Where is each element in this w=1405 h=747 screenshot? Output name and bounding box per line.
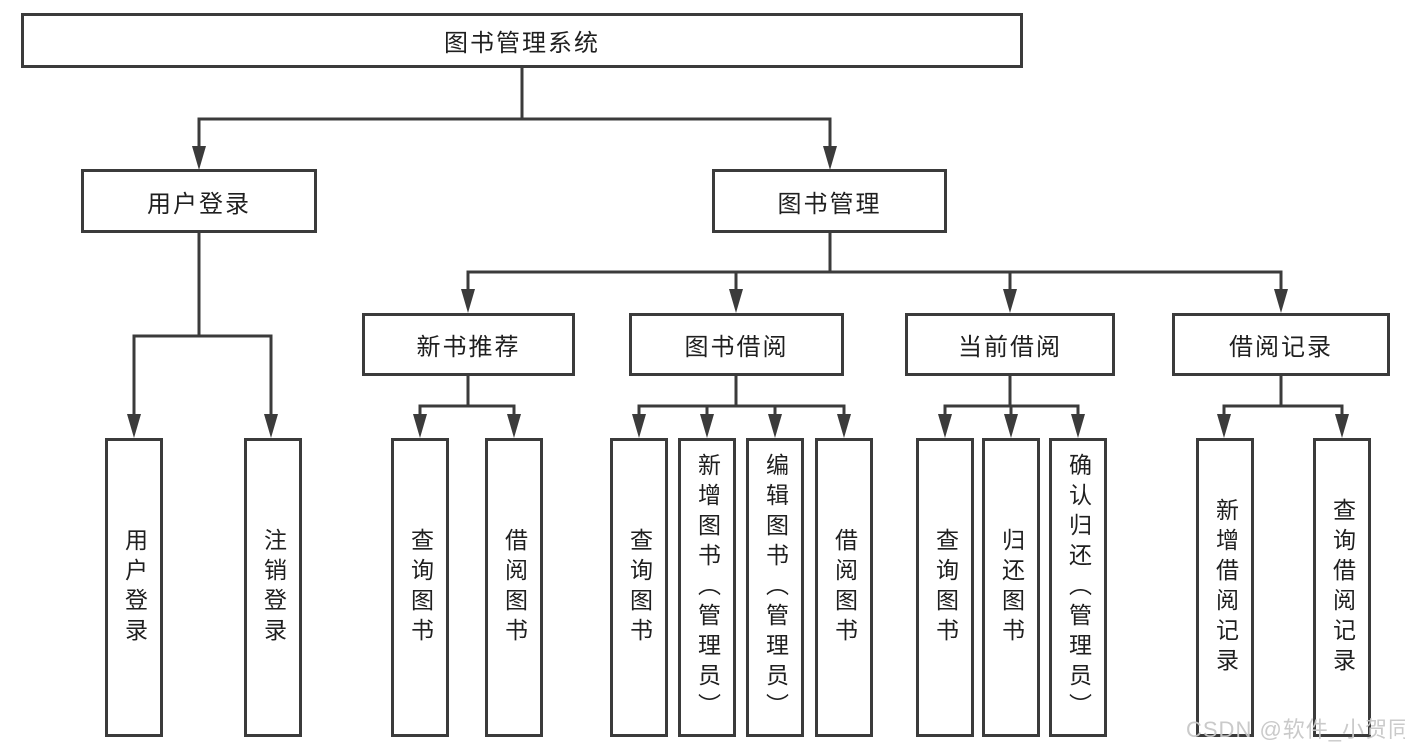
leaf-user-login: 用户登录 — [105, 438, 163, 737]
node-current-borrowing: 当前借阅 — [905, 313, 1115, 376]
leaf-return-books: 归还图书 — [982, 438, 1040, 737]
leaf-borrow-books-recommend: 借阅图书 — [485, 438, 543, 737]
leaf-query-books-recommend: 查询图书 — [391, 438, 449, 737]
node-borrowing-records: 借阅记录 — [1172, 313, 1390, 376]
node-user-login: 用户登录 — [81, 169, 317, 233]
leaf-borrow-books: 借阅图书 — [815, 438, 873, 737]
leaf-add-books-admin: 新增图书（管理员） — [678, 438, 736, 737]
leaf-logout-login: 注销登录 — [244, 438, 302, 737]
leaf-edit-books-admin: 编辑图书（管理员） — [746, 438, 804, 737]
node-library-system: 图书管理系统 — [21, 13, 1023, 68]
watermark: CSDN @软件_小贺同学 — [1186, 717, 1405, 742]
leaf-add-borrow-record: 新增借阅记录 — [1196, 438, 1254, 737]
node-book-borrowing: 图书借阅 — [629, 313, 844, 376]
node-new-book-recommendation: 新书推荐 — [362, 313, 575, 376]
leaf-query-books-current: 查询图书 — [916, 438, 974, 737]
leaf-query-books-borrow: 查询图书 — [610, 438, 668, 737]
leaf-query-borrow-record: 查询借阅记录 — [1313, 438, 1371, 737]
leaf-confirm-return-admin: 确认归还（管理员） — [1049, 438, 1107, 737]
node-book-management: 图书管理 — [712, 169, 947, 233]
